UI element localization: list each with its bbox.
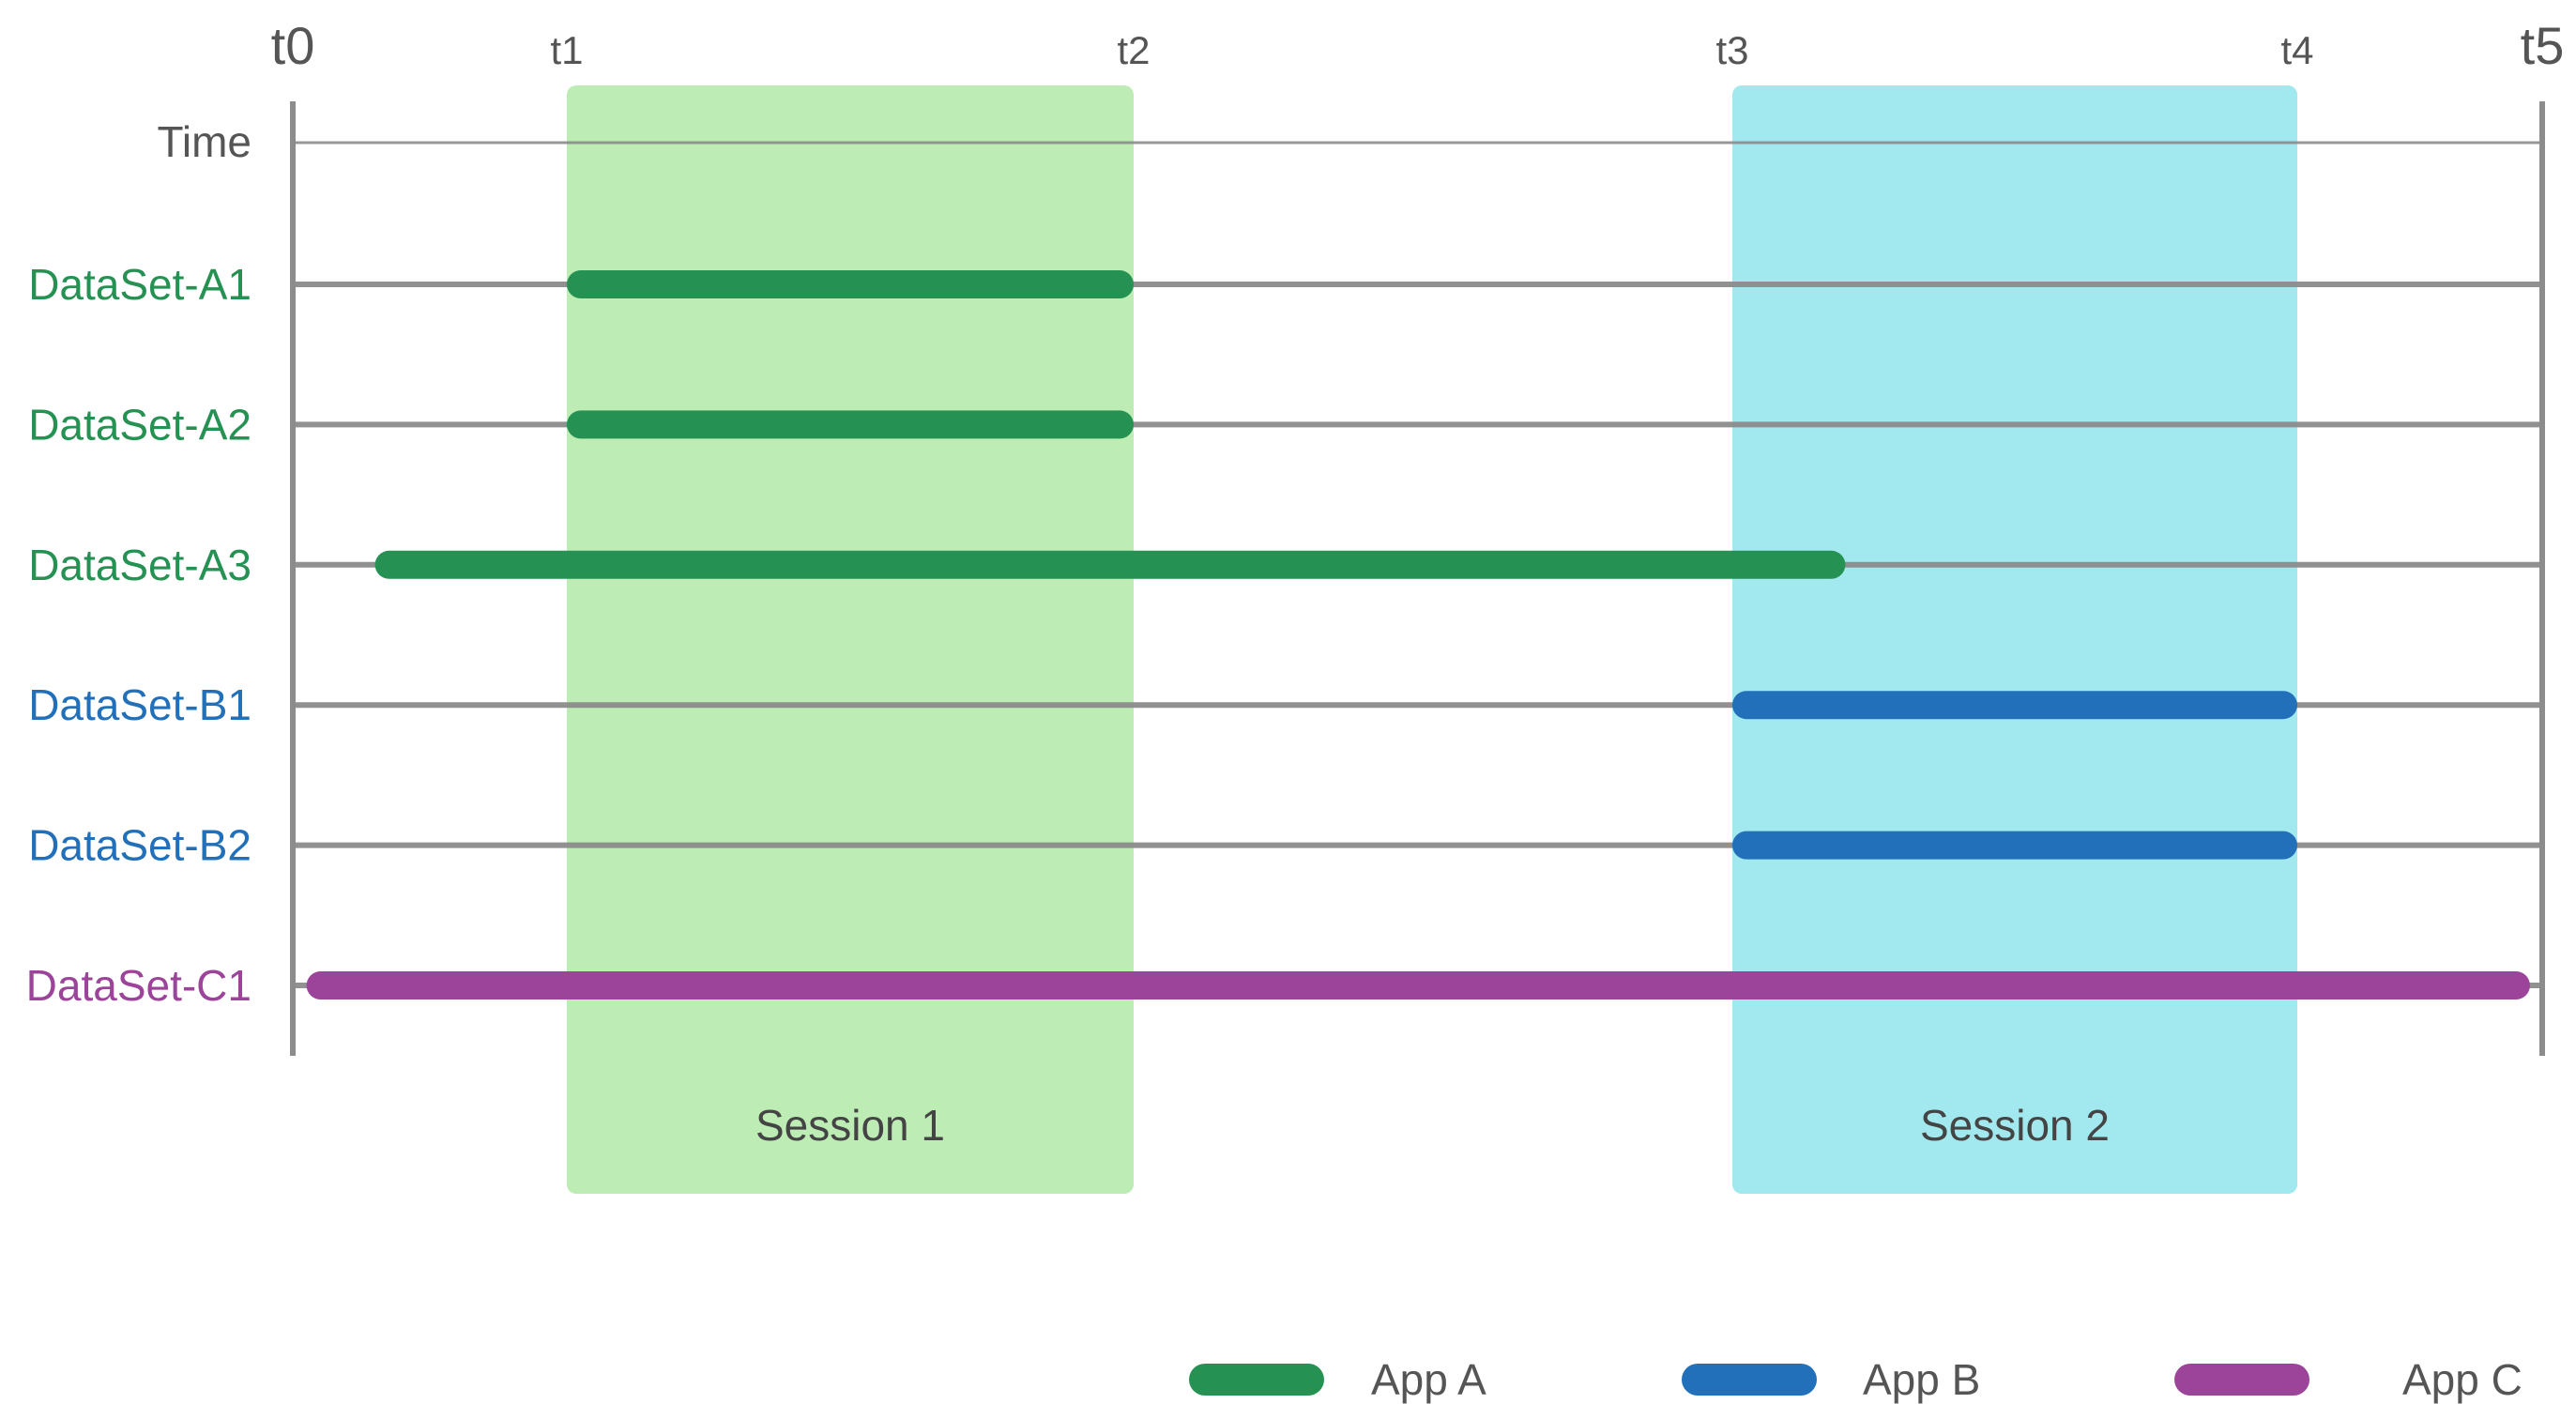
session-band [567, 85, 1134, 1194]
session-band [1732, 85, 2297, 1194]
row-label: DataSet-A3 [28, 541, 252, 589]
legend-label: App A [1371, 1355, 1486, 1404]
tick-label-t2: t2 [1117, 28, 1150, 72]
row-label: DataSet-A1 [28, 260, 252, 309]
time-row-label: Time [157, 117, 252, 166]
session-label: Session 2 [1920, 1101, 2110, 1150]
legend-label: App B [1863, 1355, 1980, 1404]
tick-label-t3: t3 [1715, 28, 1748, 72]
session-label: Session 1 [755, 1101, 945, 1150]
tick-label-t0: t0 [271, 16, 315, 75]
tick-label-t1: t1 [550, 28, 583, 72]
legend-label: App C [2402, 1355, 2523, 1404]
row-label: DataSet-B2 [28, 821, 252, 870]
row-label: DataSet-C1 [26, 961, 252, 1010]
tick-label-t4: t4 [2280, 28, 2313, 72]
row-label: DataSet-A2 [28, 400, 252, 449]
tick-label-t5: t5 [2521, 16, 2565, 75]
row-label: DataSet-B1 [28, 680, 252, 729]
